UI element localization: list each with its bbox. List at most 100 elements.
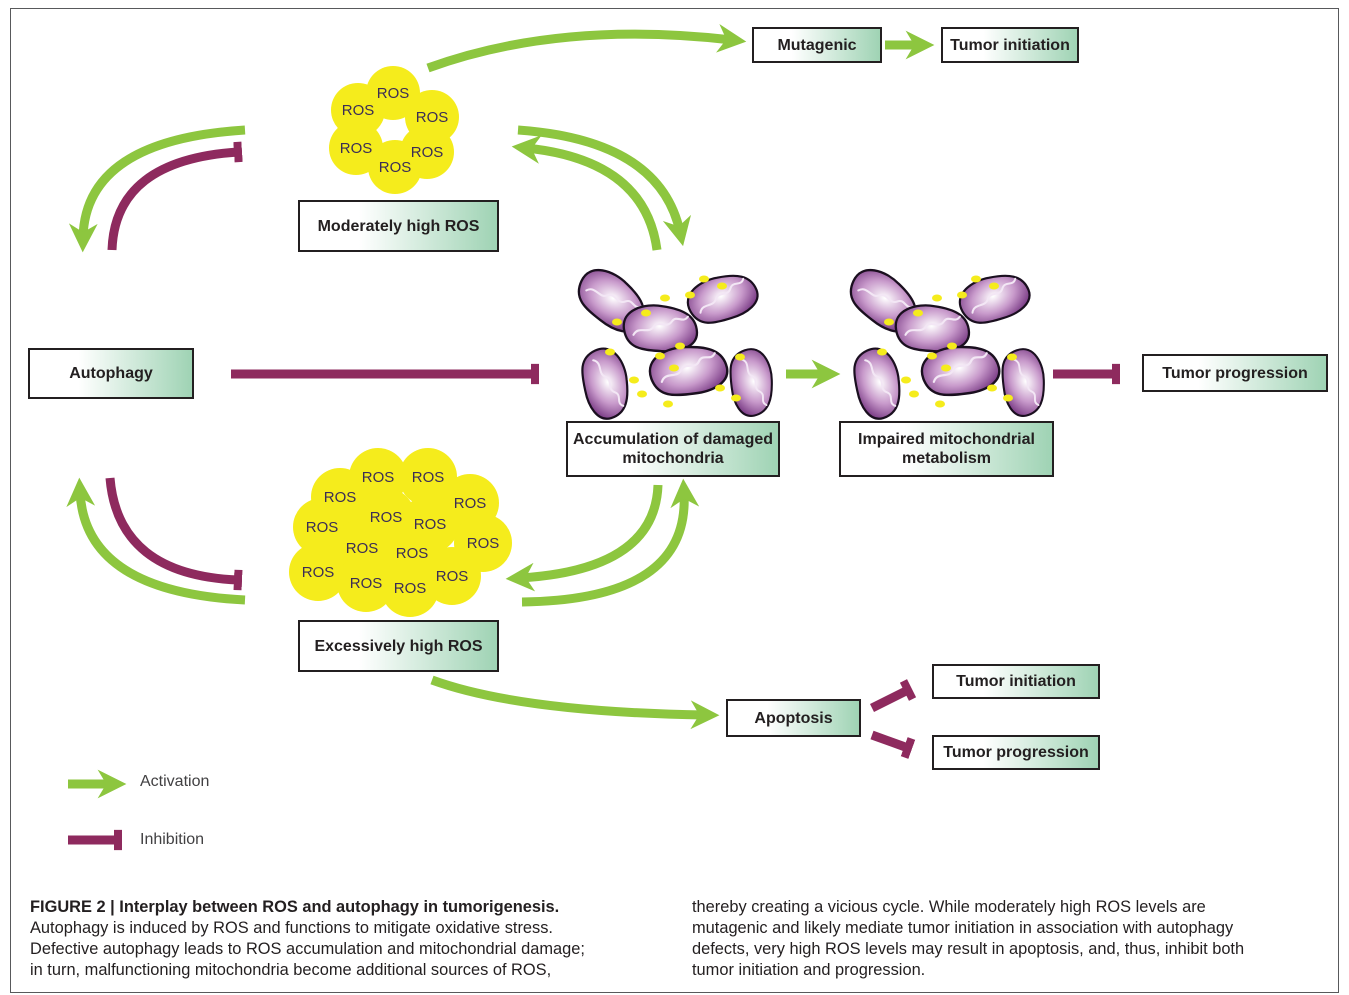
ros-label: ROS	[454, 495, 487, 512]
mitochondrion	[894, 304, 971, 353]
ros-dot	[660, 294, 670, 302]
ros-dot	[655, 352, 665, 360]
ros-dot	[971, 275, 981, 283]
mitochondria-cluster-impaired	[849, 268, 1045, 420]
arrow-moderate-to-mutagenic	[426, 24, 747, 73]
ros-dot	[884, 318, 894, 326]
ros-bubble	[337, 554, 395, 612]
ros-dot	[612, 318, 622, 326]
ros-label: ROS	[350, 575, 383, 592]
ros-label: ROS	[436, 568, 469, 585]
ros-dot	[877, 348, 887, 356]
ros-dot	[927, 352, 937, 360]
mitochondrion	[687, 274, 759, 324]
caption-right-line: defects, very high ROS levels may result…	[692, 940, 1245, 958]
inhibit-apoptosis-to-tumor-progression	[870, 730, 916, 759]
ros-dot	[605, 348, 615, 356]
arrow-moderate-to-autophagy	[68, 125, 246, 253]
caption-left-line: in turn, malfunctioning mitochondria bec…	[30, 961, 552, 979]
ros-label: ROS	[412, 469, 445, 486]
ros-label: ROS	[416, 109, 449, 126]
ros-dot	[1007, 353, 1017, 361]
ros-dot	[901, 376, 911, 384]
ros-dot	[909, 390, 919, 398]
ros-label: ROS	[467, 535, 500, 552]
inhibit-autophagy-to-excessive	[105, 477, 243, 591]
arrow-mitochondria-to-excessive	[505, 484, 663, 592]
arrow-excessive-to-mitochondria	[521, 478, 700, 607]
node-accumulation-damaged-mitochondria: Accumulation of damaged mitochondria	[566, 421, 780, 477]
ros-dot	[663, 400, 673, 408]
ros-dot	[957, 291, 967, 299]
caption-right-line: tumor initiation and progression.	[692, 961, 926, 979]
ros-dot	[699, 275, 709, 283]
mitochondrion	[581, 347, 629, 420]
ros-label: ROS	[342, 102, 375, 119]
ros-label: ROS	[346, 540, 379, 557]
mitochondrion	[1001, 348, 1045, 417]
figure-frame	[10, 8, 1339, 993]
ros-label: ROS	[362, 469, 395, 486]
node-mutagenic: Mutagenic	[752, 27, 882, 63]
ros-label: ROS	[324, 489, 357, 506]
ros-dot	[685, 291, 695, 299]
ros-bubble	[368, 140, 422, 194]
mitochondrion	[853, 347, 901, 420]
mitochondrion	[622, 304, 699, 353]
node-moderately-high-ros: Moderately high ROS	[298, 200, 499, 252]
legend-inhibition-label: Inhibition	[140, 831, 205, 848]
ros-dot	[731, 394, 741, 402]
node-apoptosis: Apoptosis	[726, 699, 861, 737]
caption-right-column: thereby creating a vicious cycle. While …	[692, 897, 1332, 981]
ros-label: ROS	[340, 140, 373, 157]
node-tumor-progression-right: Tumor progression	[1142, 354, 1328, 392]
ros-bubble	[331, 83, 385, 137]
arrow-excessive-to-apoptosis	[430, 675, 720, 730]
ros-dot	[735, 353, 745, 361]
ros-dot	[947, 342, 957, 350]
node-tumor-progression-bottom: Tumor progression	[932, 735, 1100, 770]
ros-bubble	[399, 448, 457, 506]
inhibit-autophagy-to-moderate	[107, 141, 243, 251]
caption-right-line: thereby creating a vicious cycle. While …	[692, 898, 1206, 916]
ros-dot	[932, 294, 942, 302]
mitochondrion	[729, 348, 773, 417]
ros-dot	[675, 342, 685, 350]
ros-label: ROS	[396, 545, 429, 562]
ros-dot	[989, 282, 999, 290]
ros-label: ROS	[379, 159, 412, 176]
mitochondrion	[920, 345, 1001, 397]
mitochondrion	[648, 345, 729, 397]
node-tumor-initiation-top: Tumor initiation	[941, 27, 1079, 63]
ros-dot	[637, 390, 647, 398]
caption-left-line: Defective autophagy leads to ROS accumul…	[30, 940, 585, 958]
node-impaired-mitochondrial-metabolism: Impaired mitochondrial metabolism	[839, 421, 1054, 477]
caption-left-column: FIGURE 2 | Interplay between ROS and aut…	[30, 897, 670, 981]
ros-dot	[941, 364, 951, 372]
caption-right-line: mutagenic and likely mediate tumor initi…	[692, 919, 1234, 937]
mitochondrion	[959, 274, 1031, 324]
arrow-moderate-to-mitochondria	[517, 125, 691, 247]
caption-title: FIGURE 2 | Interplay between ROS and aut…	[30, 898, 560, 916]
legend-activation-label: Activation	[140, 773, 210, 790]
inhibit-apoptosis-to-tumor-initiation	[869, 679, 917, 713]
ros-label: ROS	[414, 516, 447, 533]
ros-dot	[641, 309, 651, 317]
ros-dot	[717, 282, 727, 290]
ros-label: ROS	[377, 85, 410, 102]
node-tumor-initiation-bottom: Tumor initiation	[932, 664, 1100, 699]
ros-dot	[629, 376, 639, 384]
ros-bubble	[289, 543, 347, 601]
caption-left-line: Autophagy is induced by ROS and function…	[30, 919, 553, 937]
ros-label: ROS	[394, 580, 427, 597]
node-excessively-high-ros: Excessively high ROS	[298, 620, 499, 672]
ros-dot	[935, 400, 945, 408]
node-autophagy: Autophagy	[28, 348, 194, 399]
ros-dot	[1003, 394, 1013, 402]
ros-label: ROS	[306, 519, 339, 536]
ros-label: ROS	[302, 564, 335, 581]
ros-dot	[913, 309, 923, 317]
